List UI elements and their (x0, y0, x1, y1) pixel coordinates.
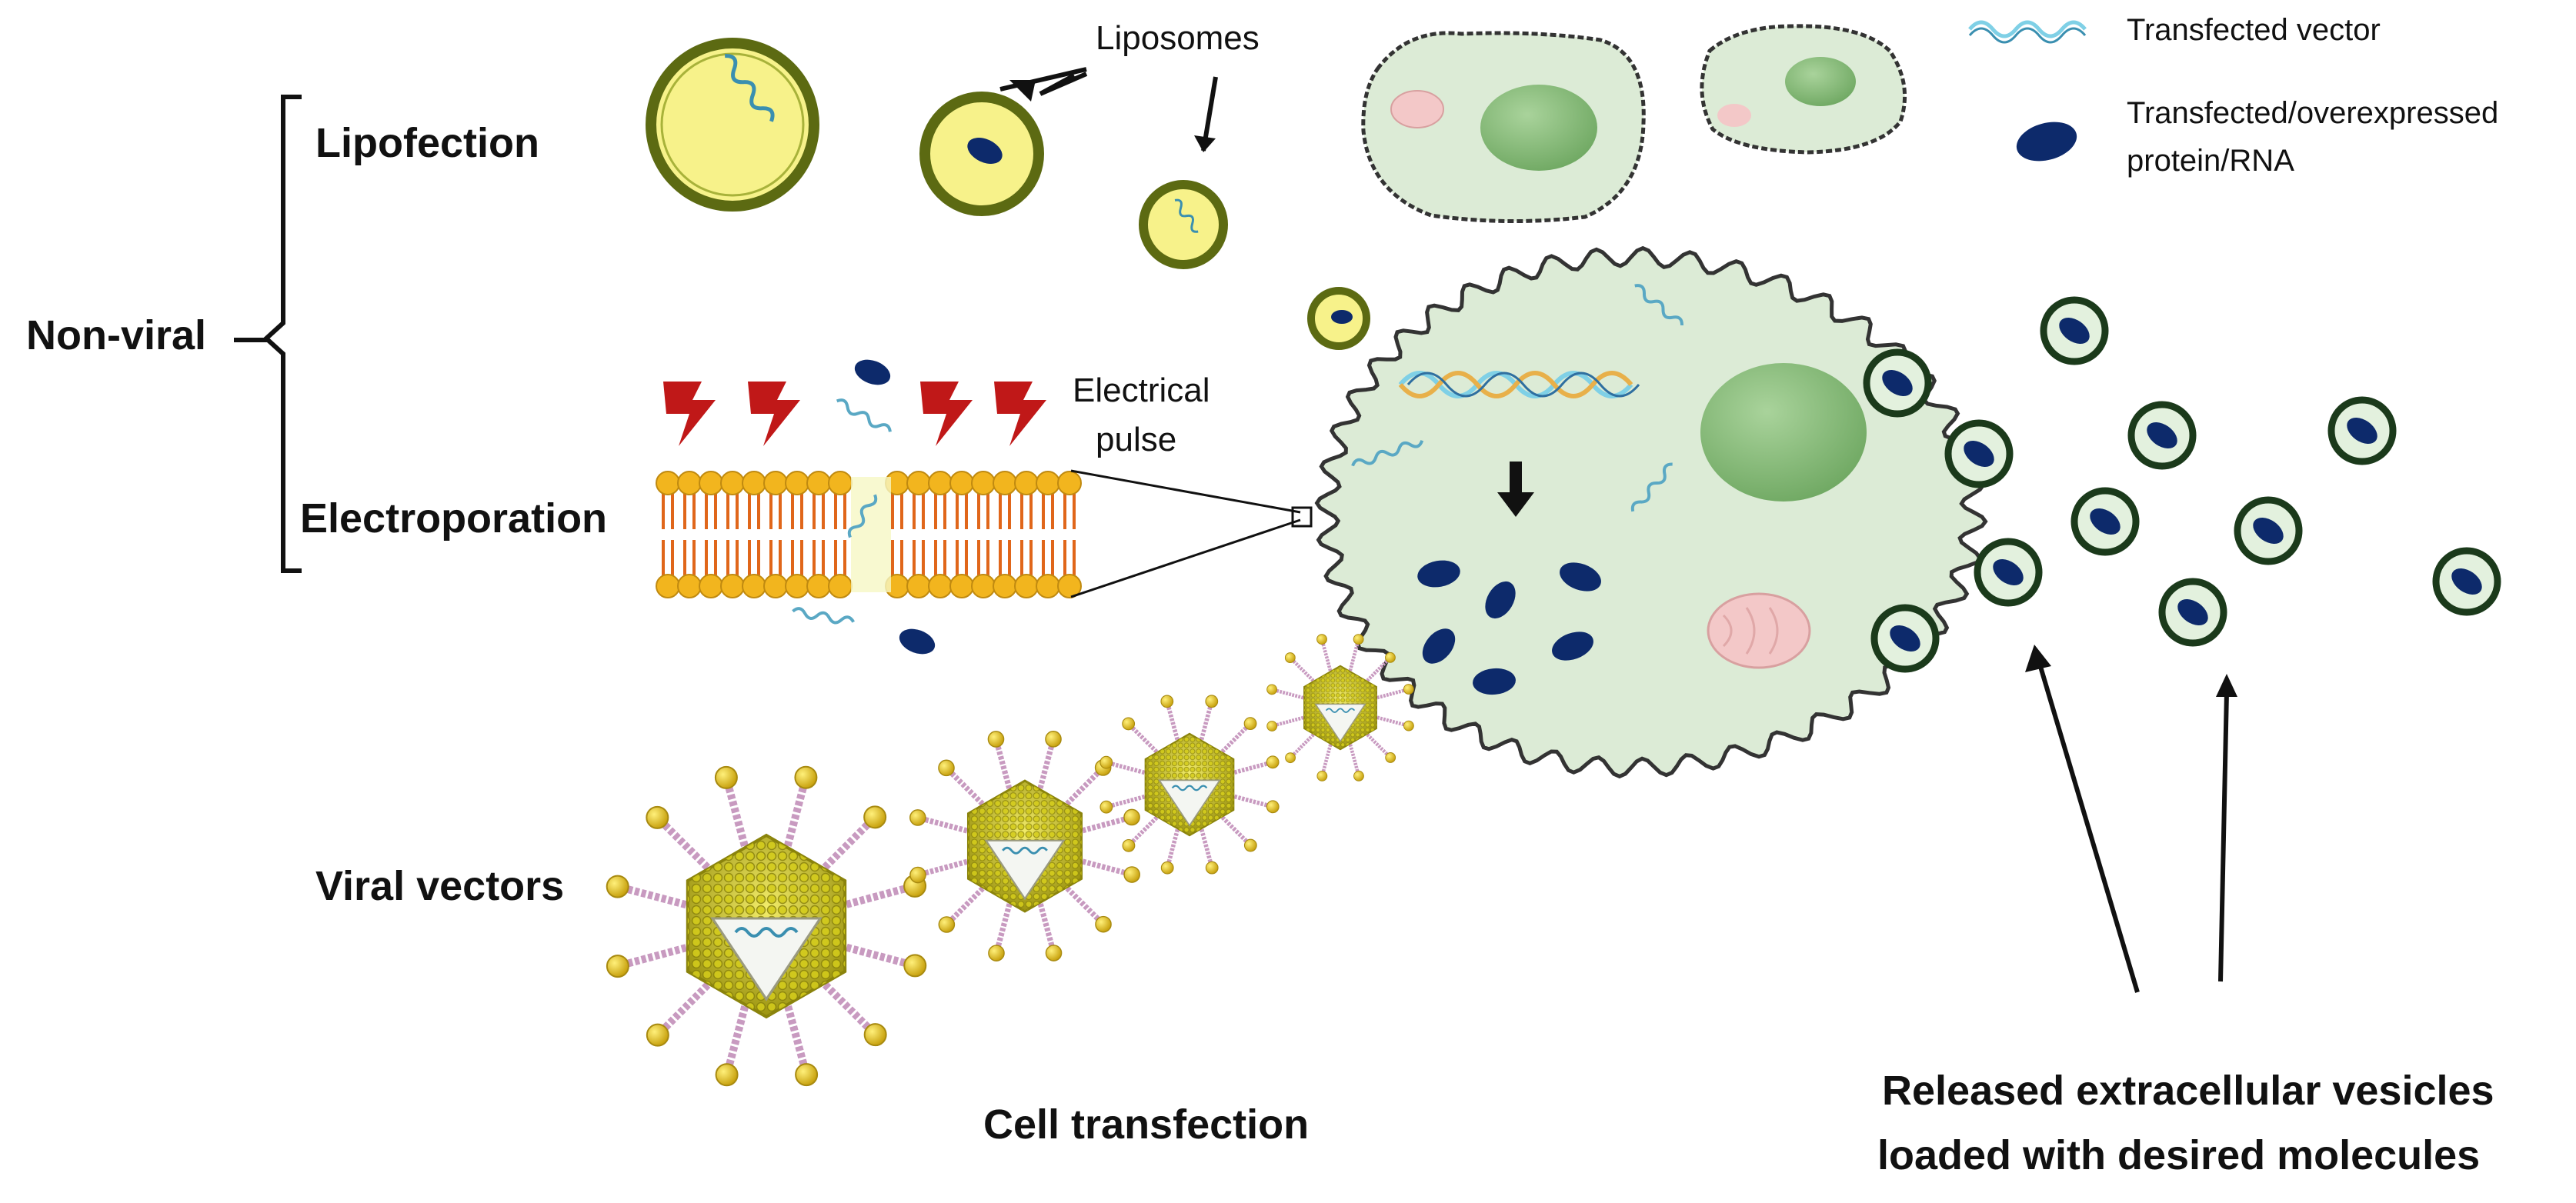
lipofection-label: Lipofection (315, 120, 539, 166)
mitochondrion-icon (1717, 104, 1751, 127)
lightning-icon (748, 382, 800, 446)
lipid-molecule (828, 471, 853, 598)
liposome-small-cell (1307, 287, 1370, 350)
arrowhead-icon (2216, 674, 2237, 697)
protein-icon (1485, 581, 1516, 619)
cell-transfection-label: Cell transfection (983, 1101, 1309, 1148)
vesicle-icon (1863, 348, 1932, 418)
lipid-molecule (742, 471, 766, 598)
lipid-molecule (906, 471, 931, 598)
legend: Transfected vector Transfected/overexpre… (1968, 13, 2498, 178)
arrowhead-icon (2025, 645, 2051, 672)
vesicle-icon (2070, 487, 2140, 556)
non-viral-bracket (262, 95, 302, 573)
zoom-line-bottom (1070, 518, 1301, 598)
non-viral-label: Non-viral (26, 312, 206, 358)
arrowhead-icon (1009, 80, 1036, 102)
legend-vector-icon (1968, 20, 2087, 38)
vesicle-icon (1944, 419, 2014, 488)
released-vesicles-label-2: loaded with desired molecules (1877, 1132, 2480, 1178)
legend-protein-icon (2016, 122, 2077, 162)
liposome-small (1139, 180, 1228, 269)
lipid-molecule (699, 471, 723, 598)
protein-icon (967, 138, 1003, 164)
legend-protein-label-2: protein/RNA (2127, 144, 2294, 178)
vesicle-icon (2432, 547, 2501, 616)
lipid-molecule (1057, 471, 1082, 598)
membrane-pore (851, 477, 891, 592)
electrical-pulse-label-1: Electrical (1073, 372, 1210, 409)
legend-protein-label-1: Transfected/overexpressed (2127, 96, 2498, 130)
zoom-line-top (1070, 469, 1301, 514)
protein-icon (1422, 628, 1456, 664)
virus-icon (606, 765, 927, 1087)
vesicle-icon (2327, 396, 2397, 465)
lightning-icon (920, 382, 973, 446)
lipid-molecule (1036, 471, 1060, 598)
electroporation-label: Electroporation (300, 495, 607, 542)
mitochondrion-icon (1707, 592, 1811, 669)
protein-icon (1560, 562, 1601, 592)
virus-icon (1266, 634, 1414, 781)
virus-icon (1099, 695, 1280, 875)
arrow-up-right (2218, 691, 2229, 982)
lipid-bilayer (656, 471, 1082, 598)
protein-icon (1473, 668, 1516, 695)
dna-strand-icon (1351, 440, 1424, 467)
protein-cluster (1417, 560, 1601, 695)
main-cell (1314, 245, 1988, 779)
lightning-icon (994, 382, 1046, 446)
protein-icon (899, 628, 936, 655)
lipid-molecule (885, 471, 909, 598)
nucleus-icon (1700, 363, 1867, 502)
lipid-molecule (971, 471, 996, 598)
lipid-molecule (677, 471, 702, 598)
lightning-icon (663, 382, 716, 446)
down-arrow-icon (1497, 462, 1534, 517)
cell-top-right (1700, 24, 1907, 155)
lipid-molecule (785, 471, 809, 598)
zoom-box (1291, 506, 1313, 528)
protein-icon (1552, 631, 1593, 661)
viral-vectors-label: Viral vectors (315, 863, 564, 909)
protein-icon (1417, 560, 1460, 588)
dna-strand-icon (836, 398, 892, 432)
liposomes-label: Liposomes (1096, 19, 1260, 57)
dna-helix-icon (1398, 371, 1640, 398)
vesicle-icon (1870, 604, 1940, 673)
dna-strand-icon (1634, 284, 1684, 326)
electrical-pulse-label-2: pulse (1096, 421, 1176, 458)
mitochondrion-icon (1390, 90, 1444, 128)
vesicle-icon (2127, 401, 2197, 470)
lipid-molecule (720, 471, 745, 598)
dna-strand-icon (1174, 198, 1199, 233)
lipid-molecule (656, 471, 680, 598)
dna-strand-icon (1630, 462, 1673, 512)
vesicle-icon (2234, 496, 2303, 565)
protein-icon (854, 359, 891, 385)
dna-strand-icon (725, 54, 775, 122)
viral-vectors-group (606, 634, 1414, 1087)
vesicle-icon (2040, 296, 2109, 365)
legend-vector-label: Transfected vector (2127, 13, 2381, 47)
electrical-pulse-bolts (663, 382, 1046, 446)
extracellular-vesicles (1863, 296, 2501, 673)
virus-icon (909, 731, 1140, 961)
liposome-protein (919, 92, 1044, 216)
lipid-molecule (993, 471, 1017, 598)
lipid-molecule (1014, 471, 1039, 598)
lipid-molecule (763, 471, 788, 598)
lipid-molecule (928, 471, 953, 598)
arrow-up-left (2037, 661, 2140, 993)
dna-strand-icon (792, 607, 855, 625)
vesicle-icon (2158, 578, 2227, 647)
cell-top-left (1361, 31, 1646, 224)
dna-strand-icon (847, 494, 878, 538)
lipid-molecule (949, 471, 974, 598)
released-vesicles-label-1: Released extracellular vesicles (1882, 1068, 2494, 1114)
liposome-large (646, 38, 819, 212)
lipid-molecule (806, 471, 831, 598)
vesicle-icon (1974, 538, 2043, 607)
